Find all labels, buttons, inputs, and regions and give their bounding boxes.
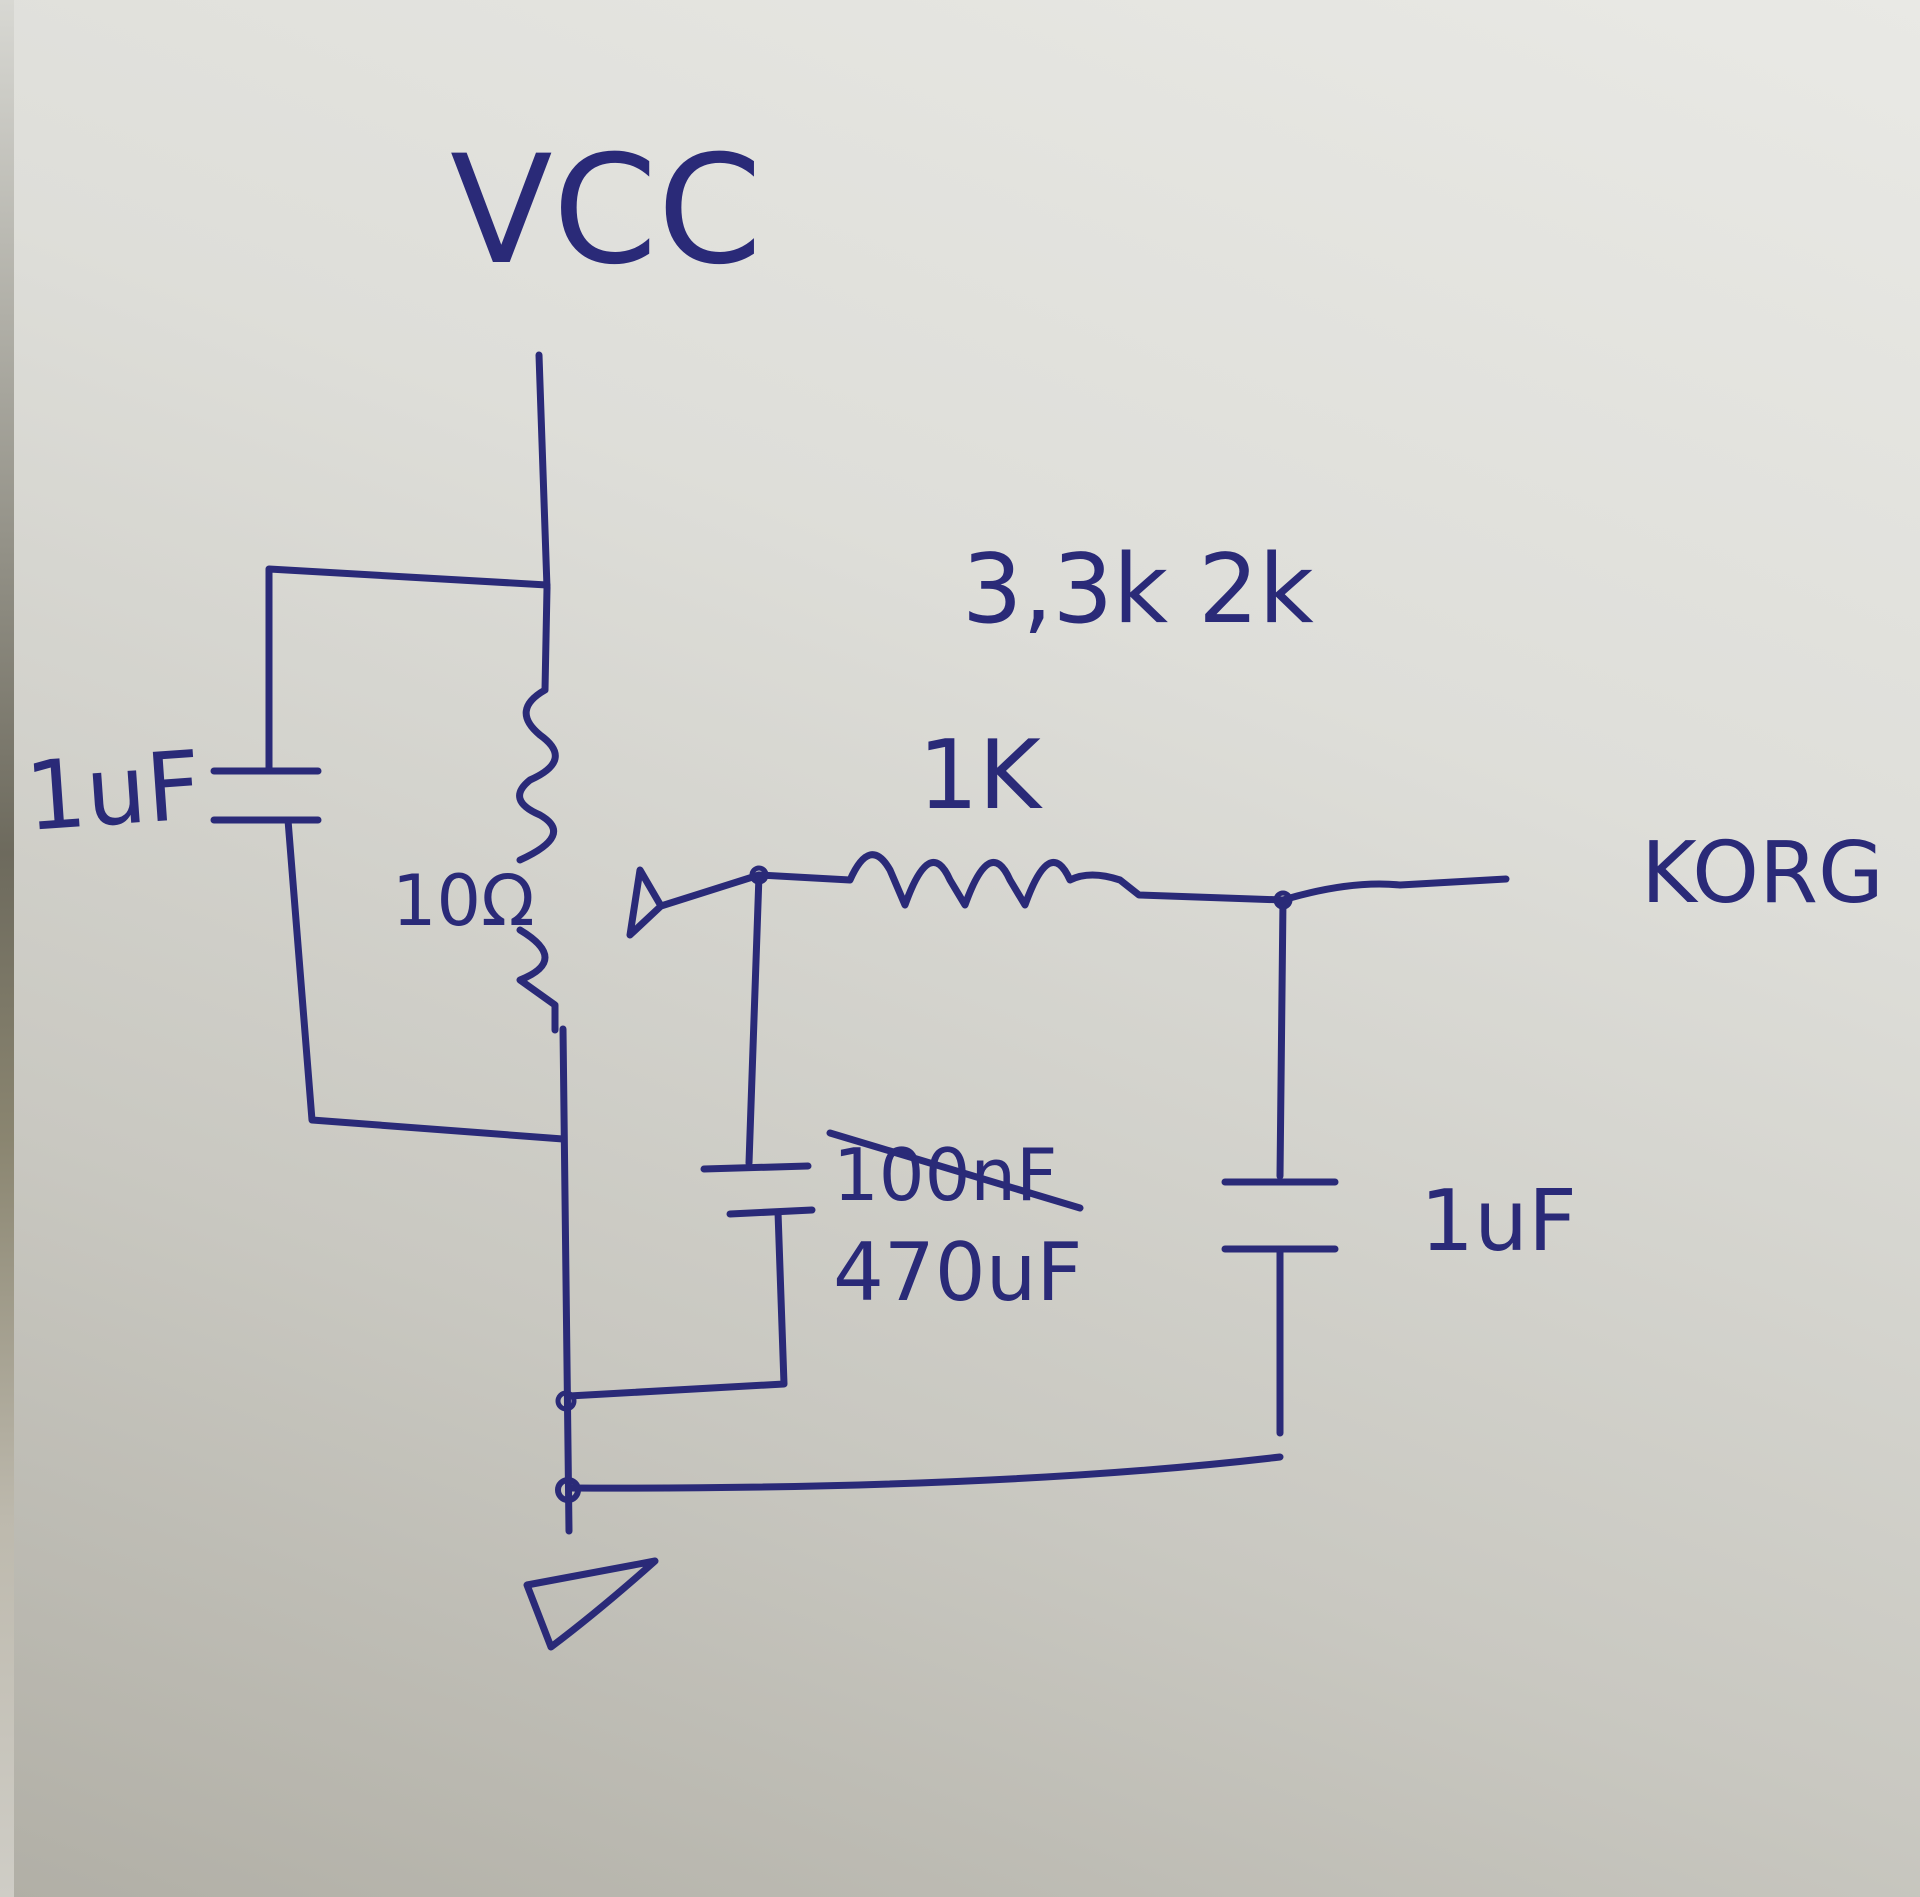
- potentiometer-10k: [516, 584, 559, 1034]
- wire-mid-cap-bottom: [565, 1208, 788, 1400]
- junction-node: [555, 1390, 577, 1412]
- pot-wiper-arrow: [626, 866, 763, 939]
- output-wire: [1279, 875, 1510, 904]
- wire-top-left: [265, 565, 551, 775]
- capacitor-right: [1221, 1178, 1339, 1253]
- strike-through-line: [826, 1129, 1084, 1212]
- wire-right-cap-bottom: [565, 1245, 1284, 1492]
- label-cap-middle: 470uF: [833, 1226, 1082, 1319]
- wire-mid-cap: [745, 871, 763, 1167]
- label-resistor-alternatives: 3,3k 2k: [962, 535, 1314, 645]
- label-cap-left: 1uF: [22, 731, 205, 853]
- junction-node: [555, 1477, 581, 1503]
- junction-node: [749, 865, 769, 885]
- label-vcc: VCC: [450, 124, 762, 298]
- junction-dots: [555, 865, 1293, 1503]
- capacitor-left: [210, 767, 322, 824]
- wire-left-bottom: [284, 816, 567, 1143]
- label-cap-right: 1uF: [1420, 1172, 1577, 1271]
- wire-right-cap: [1276, 896, 1287, 1180]
- label-resistor-1k: 1K: [918, 721, 1043, 831]
- capacitor-middle: [700, 1162, 816, 1218]
- ground-icon: [523, 1557, 659, 1651]
- vcc-wire: [535, 351, 551, 592]
- paper-edge-shadow: [0, 0, 14, 1897]
- label-potentiometer: 10Ω: [392, 860, 535, 942]
- label-cap-middle-struck: 100nF: [833, 1133, 1057, 1217]
- resistor-1k: [755, 851, 1287, 909]
- ground-rail: [559, 1025, 573, 1535]
- junction-node: [1273, 890, 1293, 910]
- label-output-korg: KORG: [1641, 824, 1884, 923]
